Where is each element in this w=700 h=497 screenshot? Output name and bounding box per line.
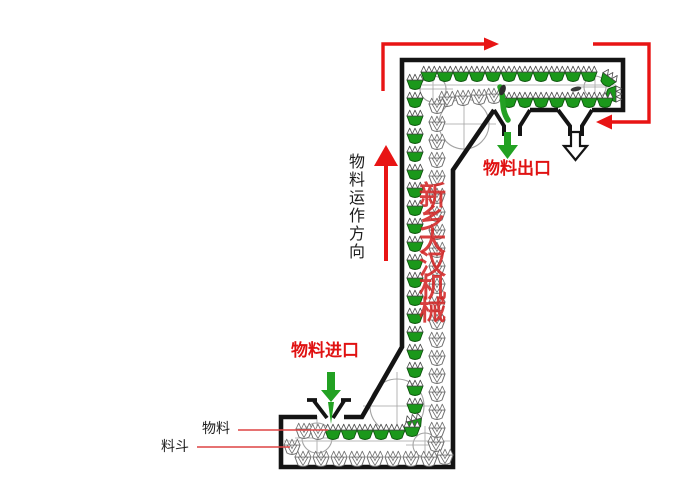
- bucket-empty: [427, 435, 445, 452]
- flow-arrows-red: [374, 37, 651, 261]
- bucket-full: [406, 307, 424, 324]
- bucket-empty: [428, 259, 446, 276]
- outlet-arrow-white: [561, 130, 590, 162]
- bucket-full: [406, 271, 424, 288]
- bucket-empty: [428, 115, 446, 132]
- bucket-empty: [428, 187, 446, 204]
- bucket-empty: [428, 97, 446, 114]
- bucket-empty: [454, 89, 472, 106]
- bucket-full: [532, 65, 550, 82]
- bucket-full: [548, 65, 566, 82]
- bucket-empty: [428, 331, 446, 348]
- bucket-empty: [402, 450, 420, 467]
- bucket-full: [596, 91, 614, 108]
- bucket-empty: [428, 403, 446, 420]
- bucket-full: [406, 91, 424, 108]
- pour-stream-tip: [499, 84, 506, 96]
- flow-arrowhead-up-icon: [374, 145, 398, 166]
- bucket-full: [406, 217, 424, 234]
- bucket-full: [580, 65, 598, 82]
- bucket-empty: [420, 450, 438, 467]
- housing-outline: [278, 57, 626, 470]
- bucket-full: [340, 423, 358, 440]
- bucket-full: [406, 253, 424, 270]
- outlet-arrow-white-icon: [561, 130, 590, 162]
- bucket-empty: [428, 169, 446, 186]
- bucket-empty: [428, 223, 446, 240]
- bucket-empty: [348, 450, 366, 467]
- bucket-empty: [428, 241, 446, 258]
- bucket-empty: [312, 450, 330, 467]
- inlet-arrow-icon: [321, 372, 341, 402]
- bucket-full: [500, 65, 518, 82]
- bucket-empty: [436, 448, 454, 465]
- flow-arrowhead-right-icon: [484, 37, 499, 51]
- bucket-full: [468, 65, 486, 82]
- pointer-lines: [197, 429, 328, 448]
- bucket-full: [406, 379, 424, 396]
- material-pour-swoosh: [497, 84, 582, 123]
- bucket-full: [406, 73, 424, 90]
- inlet-funnel: [307, 398, 351, 420]
- inlet-arrow-green: [321, 372, 341, 424]
- bucket-empty: [428, 313, 446, 330]
- bucket-empty: [428, 205, 446, 222]
- flow-arrowhead-left-icon: [596, 114, 612, 130]
- bucket-full: [564, 65, 582, 82]
- outlet-arrow-green-icon: [497, 132, 518, 159]
- bucket-full: [564, 91, 582, 108]
- bucket-empty: [428, 385, 446, 402]
- bucket-full: [484, 65, 502, 82]
- bucket-full: [356, 423, 374, 440]
- bucket-empty: [428, 295, 446, 312]
- bucket-full: [406, 397, 424, 414]
- chain-guide-lines: [284, 84, 616, 442]
- bucket-full: [516, 65, 534, 82]
- bucket-full: [420, 65, 438, 82]
- bucket-full: [388, 423, 406, 440]
- belt-smudge: [570, 86, 582, 92]
- bucket-full: [406, 235, 424, 252]
- bucket-empty: [295, 422, 313, 439]
- bucket-full: [452, 65, 470, 82]
- bucket-full: [324, 423, 342, 440]
- bucket-full: [406, 325, 424, 342]
- bucket-full: [406, 361, 424, 378]
- outlet-funnel-left: [492, 108, 532, 136]
- bucket-full: [548, 91, 566, 108]
- bucket-full: [406, 145, 424, 162]
- bucket-full: [406, 289, 424, 306]
- bucket-empty: [470, 88, 488, 105]
- bucket-full: [406, 163, 424, 180]
- outlet-arrow-green: [497, 132, 518, 159]
- bucket-empty: [366, 450, 384, 467]
- bucket-empty: [428, 349, 446, 366]
- bucket-empty: [294, 450, 312, 467]
- bucket-full: [516, 91, 534, 108]
- bucket-full: [372, 423, 390, 440]
- bucket-full: [403, 420, 421, 437]
- bucket-full: [406, 127, 424, 144]
- bucket-full: [406, 199, 424, 216]
- bucket-empty: [428, 421, 446, 438]
- bucket-empty: [428, 367, 446, 384]
- bucket-full: [532, 91, 550, 108]
- bucket-full: [406, 181, 424, 198]
- housing-body-path: [278, 57, 626, 470]
- flow-line-top-left: [381, 42, 485, 91]
- flow-line-top-right: [593, 42, 651, 124]
- bucket-empty: [309, 423, 327, 440]
- bucket-empty: [428, 133, 446, 150]
- bucket-full: [406, 109, 424, 126]
- bucket-empty: [384, 450, 402, 467]
- bucket-empty: [428, 151, 446, 168]
- bucket-empty: [330, 450, 348, 467]
- bucket-full: [406, 343, 424, 360]
- bucket-full: [580, 91, 598, 108]
- bucket-empty: [428, 277, 446, 294]
- inlet-arrow-dart-icon: [328, 402, 334, 424]
- bucket-full: [436, 65, 454, 82]
